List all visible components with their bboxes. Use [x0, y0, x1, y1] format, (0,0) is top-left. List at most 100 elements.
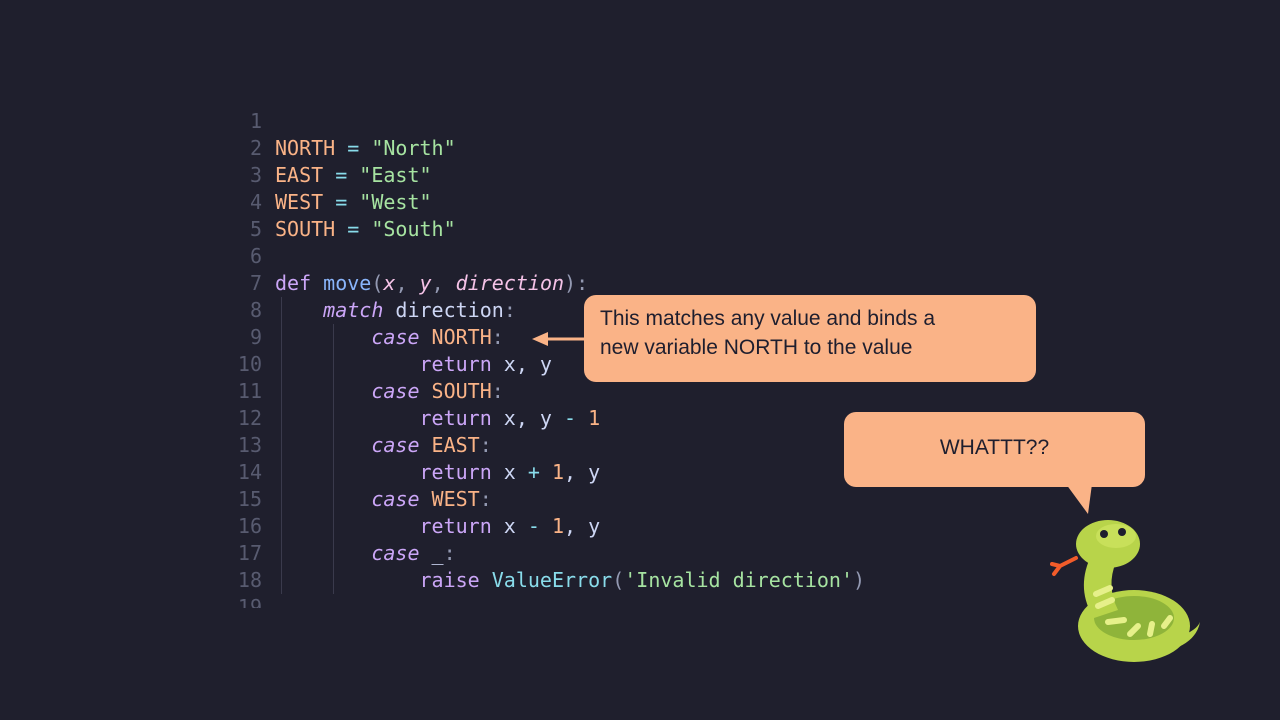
- string-token: 'Invalid direction': [624, 568, 854, 592]
- line-number: 8: [249, 298, 262, 322]
- line-number: 14: [237, 460, 262, 484]
- line-number: 18: [237, 568, 262, 592]
- indent-guide: [333, 324, 334, 594]
- variable-token: x, y: [491, 406, 564, 430]
- keyword-token: case: [371, 379, 420, 403]
- line-number: 12: [237, 406, 262, 430]
- line-number: 1: [249, 109, 262, 133]
- keyword-token: return: [419, 514, 492, 538]
- line-number: 9: [249, 325, 262, 349]
- punctuation-token: :: [479, 487, 492, 511]
- variable-token: , y: [564, 514, 601, 538]
- code-line: 3 EAST = "East": [230, 162, 950, 189]
- speech-bubble: WHATTT??: [844, 412, 1145, 487]
- punctuation-token: ): [853, 568, 866, 592]
- keyword-token: case: [371, 487, 420, 511]
- code-line: 6: [230, 243, 950, 270]
- operator-token: =: [335, 136, 372, 160]
- constant-token: EAST: [275, 163, 324, 187]
- function-name: move: [323, 271, 372, 295]
- line-number: 19: [237, 595, 262, 608]
- punctuation-token: :: [479, 433, 492, 457]
- variable-token: _: [419, 541, 444, 565]
- constant-token: EAST: [431, 433, 480, 457]
- code-line: 10 return x, y: [230, 351, 950, 378]
- space-token: [480, 568, 492, 592]
- code-line: 19: [230, 594, 950, 608]
- punctuation-token: ,: [395, 271, 420, 295]
- constant-token: NORTH: [275, 136, 336, 160]
- variable-token: x: [491, 460, 528, 484]
- speech-text: WHATTT??: [939, 436, 1050, 459]
- line-number: 6: [249, 244, 262, 268]
- number-token: 1: [551, 460, 565, 484]
- code-line: 18 raise ValueError('Invalid direction'): [230, 567, 950, 594]
- annotation-bubble: This matches any value and binds a new v…: [584, 295, 1036, 382]
- line-number: 4: [249, 190, 262, 214]
- number-token: 1: [588, 406, 601, 430]
- line-number: 10: [237, 352, 262, 376]
- code-line: 13 case EAST:: [230, 432, 950, 459]
- class-token: ValueError: [491, 568, 613, 592]
- space-token: [420, 487, 432, 511]
- variable-token: x: [491, 514, 528, 538]
- code-line: 12 return x, y - 1: [230, 405, 950, 432]
- parameter-token: x: [383, 271, 396, 295]
- string-token: "West": [359, 190, 432, 214]
- keyword-token: case: [371, 433, 420, 457]
- string-token: "North": [371, 136, 456, 160]
- code-line: 1: [230, 108, 950, 135]
- keyword-token: def: [275, 271, 312, 295]
- keyword-token: return: [419, 406, 492, 430]
- line-number: 16: [237, 514, 262, 538]
- operator-token: =: [323, 163, 360, 187]
- code-line: 8 match direction:: [230, 297, 950, 324]
- annotation-line-2: new variable NORTH to the value: [600, 336, 913, 359]
- variable-token: , y: [564, 460, 601, 484]
- variable-token: x, y: [491, 352, 552, 376]
- line-number: 15: [237, 487, 262, 511]
- operator-token: -: [564, 406, 577, 430]
- operator-token: -: [527, 514, 540, 538]
- code-line: 11 case SOUTH:: [230, 378, 950, 405]
- indent-guide: [281, 297, 282, 594]
- code-line: 15 case WEST:: [230, 486, 950, 513]
- line-number: 13: [237, 433, 262, 457]
- keyword-token: case: [371, 541, 420, 565]
- keyword-token: return: [419, 352, 492, 376]
- arrow-left-icon: [532, 332, 588, 346]
- operator-token: =: [335, 217, 372, 241]
- number-token: 1: [551, 514, 565, 538]
- line-number: 17: [237, 541, 262, 565]
- constant-token: WEST: [431, 487, 480, 511]
- line-number: 5: [249, 217, 262, 241]
- constant-token: SOUTH: [431, 379, 492, 403]
- keyword-token: raise: [419, 568, 480, 592]
- keyword-token: case: [371, 325, 420, 349]
- string-token: "East": [359, 163, 432, 187]
- keyword-token: match: [323, 298, 384, 322]
- space-token: [420, 433, 432, 457]
- constant-token: SOUTH: [275, 217, 336, 241]
- space-token: [540, 460, 552, 484]
- code-line: 17 case _:: [230, 540, 950, 567]
- punctuation-token: ,: [431, 271, 456, 295]
- space-token: [576, 406, 588, 430]
- space-token: [311, 271, 323, 295]
- code-line: 2 NORTH = "North": [230, 135, 950, 162]
- line-number: 7: [249, 271, 262, 295]
- code-line: 16 return x - 1, y: [230, 513, 950, 540]
- keyword-token: return: [419, 460, 492, 484]
- punctuation-token: (: [612, 568, 625, 592]
- punctuation-token: ):: [564, 271, 589, 295]
- snake-icon: [1050, 520, 1200, 662]
- line-number: 11: [237, 379, 262, 403]
- line-number: 2: [249, 136, 262, 160]
- line-number: 3: [249, 163, 262, 187]
- constant-token: NORTH: [431, 325, 492, 349]
- code-line: 9 case NORTH:: [230, 324, 950, 351]
